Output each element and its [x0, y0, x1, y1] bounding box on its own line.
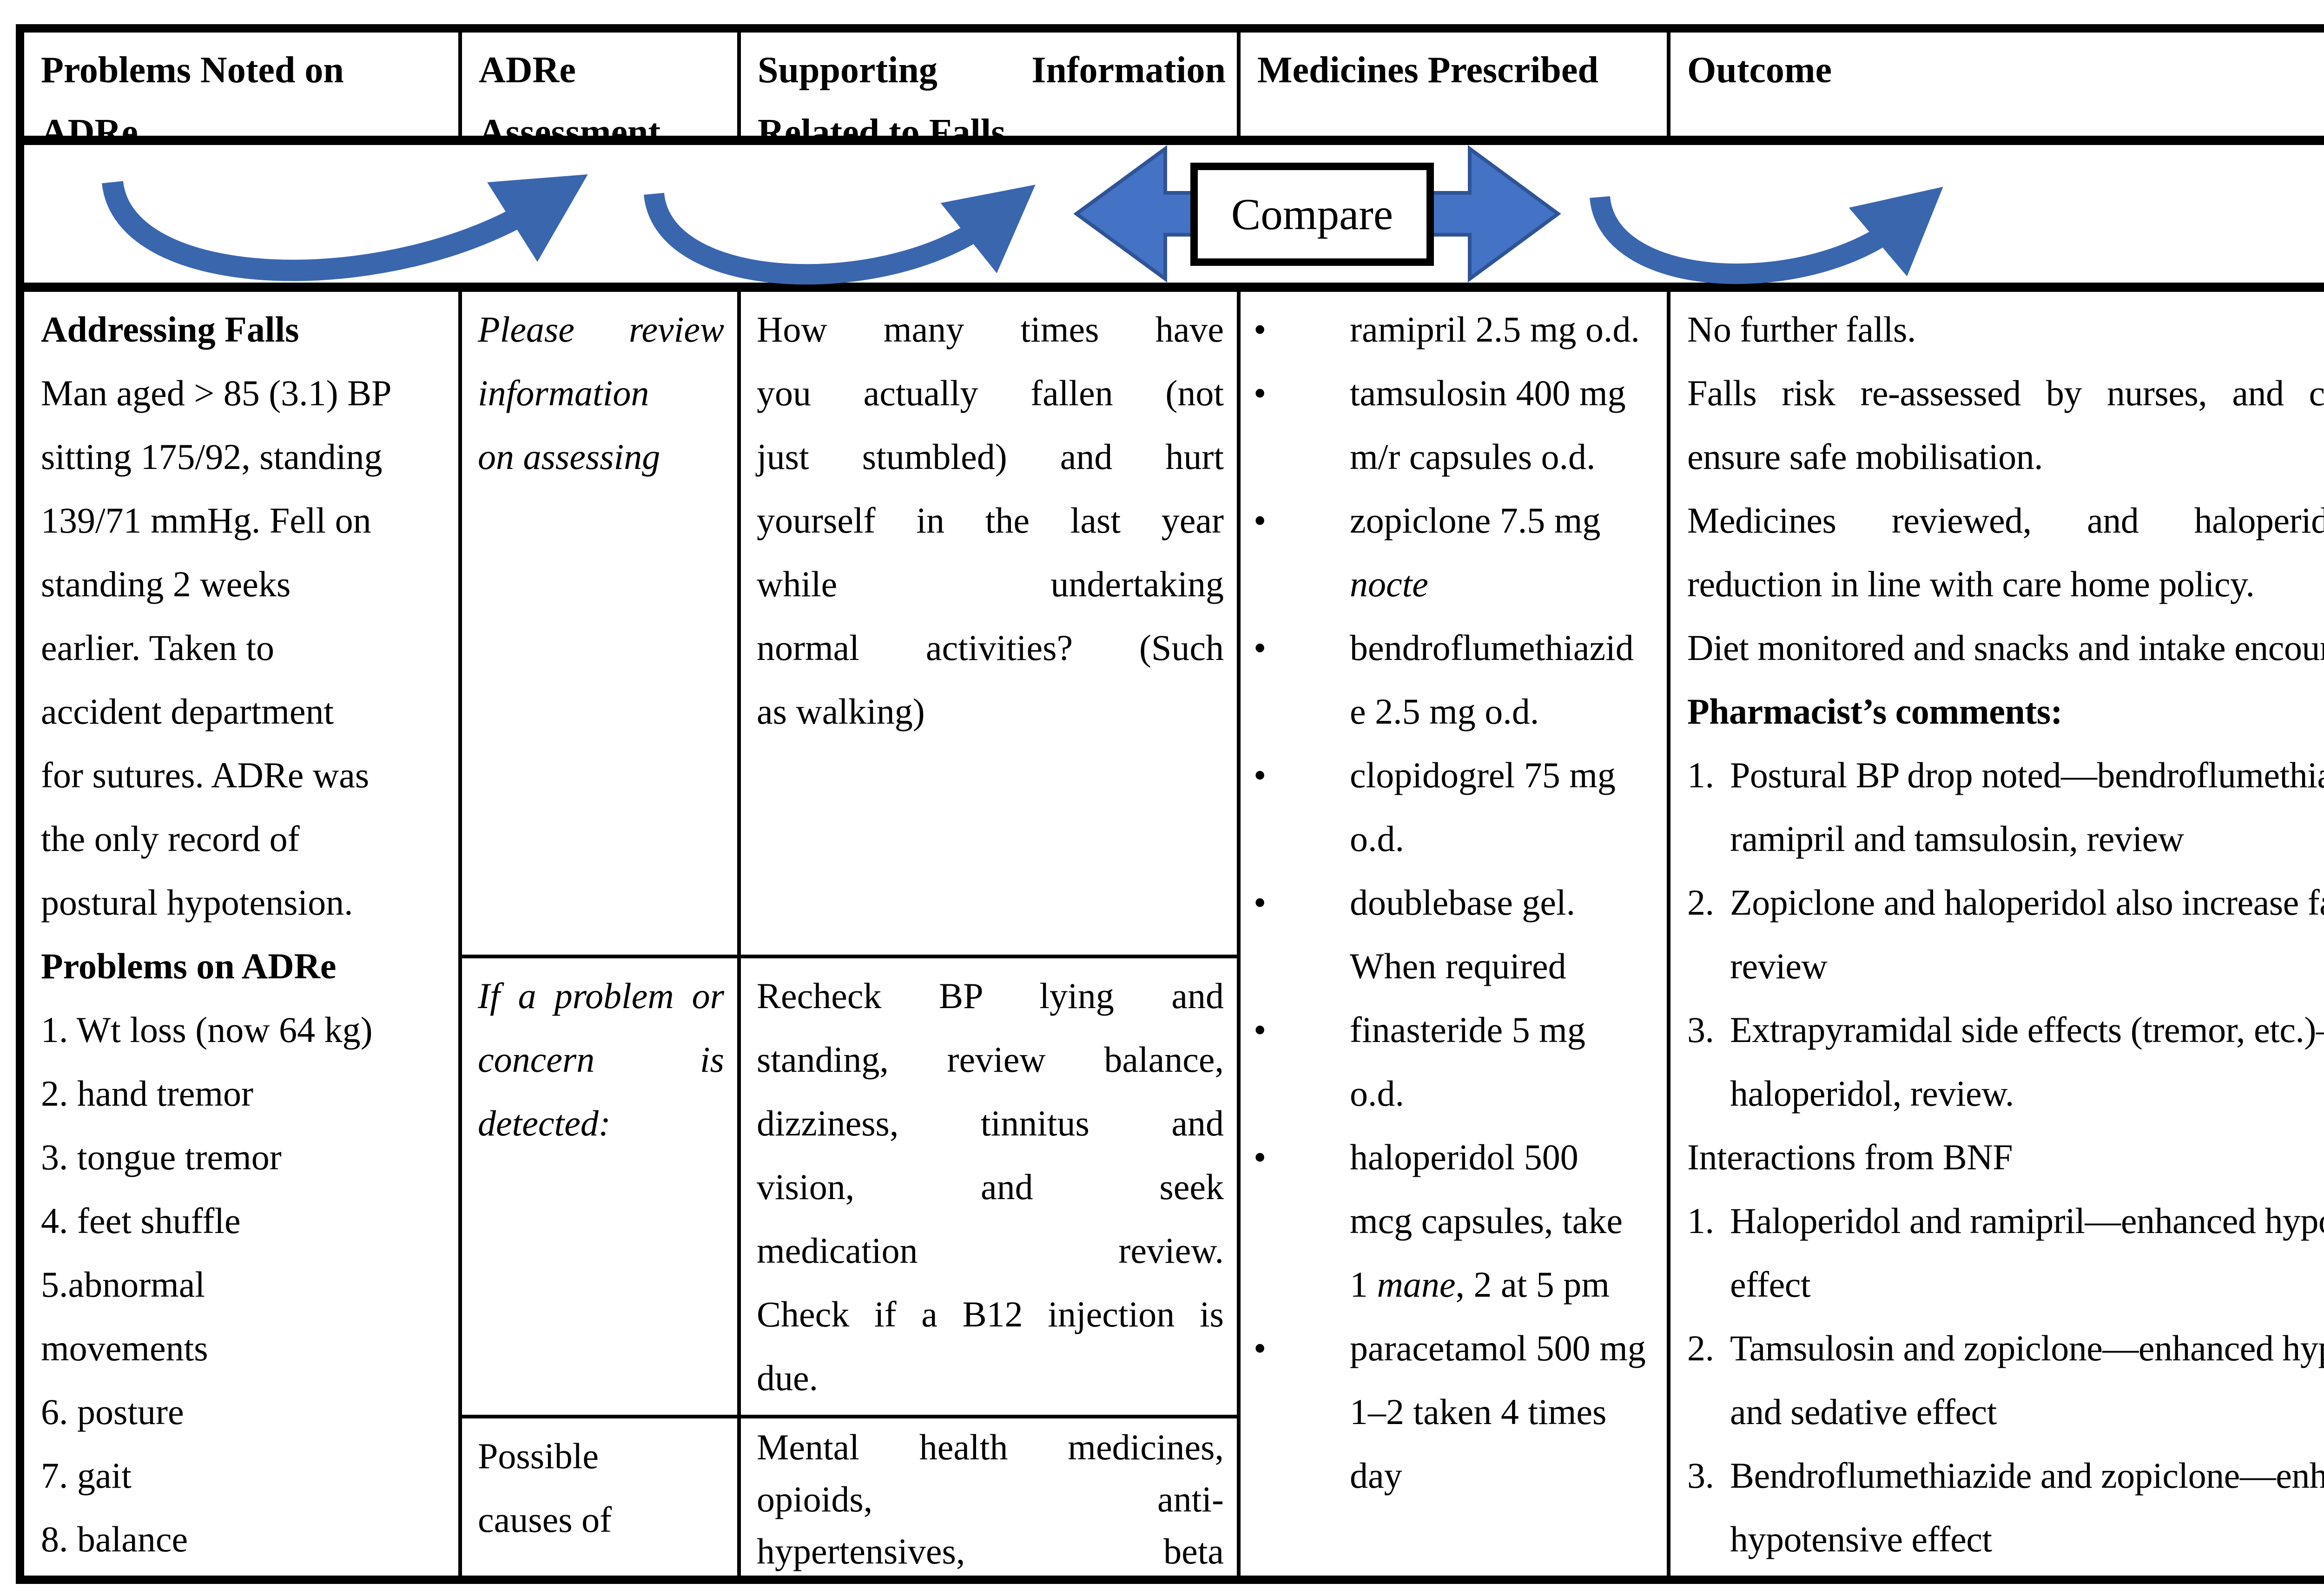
interaction-item: 2.Tamsulosin and zopiclone—enhanced hypo…: [1687, 1328, 2324, 1432]
supporting-cell-causes: Mental health medicines,opioids, anti-hy…: [757, 1427, 1224, 1571]
medicine-item-ramipril: •ramipril 2.5 mg o.d.: [1241, 297, 1658, 361]
pharmacist-comments-title: Pharmacist’s comments:: [1687, 691, 2063, 732]
header-problems-noted: Problems Noted on ADRe: [24, 33, 462, 136]
interactions-title: Interactions from BNF: [1687, 1137, 2013, 1177]
outcome-diet: Diet monitored and snacks and intake enc…: [1687, 627, 2324, 668]
medicines-list: •ramipril 2.5 mg o.d. •tamsulosin 400 mg…: [1241, 297, 1658, 1507]
bullet-icon: •: [1254, 882, 1267, 923]
bullet-icon: •: [1254, 1137, 1267, 1177]
medicine-item-doublebase: •doublebase gel. When required: [1241, 871, 1658, 998]
addressing-falls-title: Addressing Falls: [41, 309, 299, 350]
bullet-icon: •: [1254, 373, 1267, 413]
arrows-row: Compare: [24, 145, 2324, 292]
comment-item: 1.Postural BP drop noted—bendroflumethia…: [1687, 755, 2324, 859]
problems-on-adre-title: Problems on ADRe: [41, 946, 337, 986]
interaction-item: 1.Haloperidol and ramipril—enhanced hypo…: [1687, 1200, 2324, 1305]
curved-arrow-icon-3: [1590, 187, 1943, 284]
curved-arrow-icon-2: [644, 185, 1036, 285]
interaction-item: 3.Bendroflumethiazide and zopiclone—enha…: [1687, 1455, 2324, 1559]
column-problems-noted: Addressing Falls Man aged > 85 (3.1) BP …: [24, 292, 462, 1576]
medicine-item-paracetamol: •paracetamol 500 mg 1–2 taken 4 times da…: [1241, 1316, 1658, 1507]
header-medicines-prescribed: Medicines Prescribed: [1241, 33, 1670, 136]
case-description: Man aged > 85 (3.1) BP sitting 175/92, s…: [41, 373, 392, 923]
case-study-table: Problems Noted on ADRe ADRe Assessment S…: [16, 24, 2324, 1584]
medicine-item-tamsulosin: •tamsulosin 400 mg m/r capsules o.d.: [1241, 361, 1658, 488]
arrows-graphic: [102, 145, 1943, 285]
table-header-row: Problems Noted on ADRe ADRe Assessment S…: [24, 33, 2324, 145]
medicine-item-zopiclone: •zopiclone 7.5 mg nocte: [1241, 488, 1658, 616]
pharmacist-comments-list: 1.Postural BP drop noted—bendroflumethia…: [1687, 743, 2324, 1125]
bullet-icon: •: [1254, 309, 1267, 350]
medicine-item-bendroflumethiazide: •bendroflumethiazid e 2.5 mg o.d.: [1241, 616, 1658, 743]
bullet-icon: •: [1254, 500, 1267, 541]
curved-arrow-icon-1: [102, 174, 588, 281]
medicine-item-clopidogrel: •clopidogrel 75 mg o.d.: [1241, 743, 1658, 871]
header-outcome: Outcome: [1687, 50, 1832, 91]
bullet-icon: •: [1254, 1009, 1267, 1050]
header-adre-assessment: ADRe Assessment: [462, 33, 741, 136]
bullet-icon: •: [1254, 627, 1267, 668]
bullet-icon: •: [1254, 1328, 1267, 1368]
interactions-list: 1.Haloperidol and ramipril—enhanced hypo…: [1687, 1189, 2324, 1571]
bullet-icon: •: [1254, 755, 1267, 795]
table-body-row: Addressing Falls Man aged > 85 (3.1) BP …: [24, 292, 2324, 1576]
compare-label: Compare: [1231, 190, 1393, 239]
outcome-medicines-reviewed: Medicines reviewed, and haloperidol sche…: [1687, 500, 2324, 604]
medicine-item-finasteride: •finasteride 5 mg o.d.: [1241, 998, 1658, 1125]
compare-box: Compare: [1190, 163, 1434, 266]
problems-list: 1. Wt loss (now 64 kg) 2. hand tremor 3.…: [41, 1009, 373, 1559]
outcome-falls-risk: Falls risk re-assessed by nurses, and ca…: [1687, 373, 2324, 477]
outcome-no-falls: No further falls.: [1687, 309, 1916, 350]
column-medicines-prescribed: •ramipril 2.5 mg o.d. •tamsulosin 400 mg…: [1241, 292, 1670, 1576]
medicine-item-haloperidol: •haloperidol 500 mcg capsules, take 1 ma…: [1241, 1125, 1658, 1316]
comment-item: 3.Extrapyramidal side effects (tremor, e…: [1687, 1009, 2324, 1114]
column-outcome: No further falls. Falls risk re-assessed…: [1670, 292, 2324, 1576]
comment-item: 2.Zopiclone and haloperidol also increas…: [1687, 882, 2324, 986]
